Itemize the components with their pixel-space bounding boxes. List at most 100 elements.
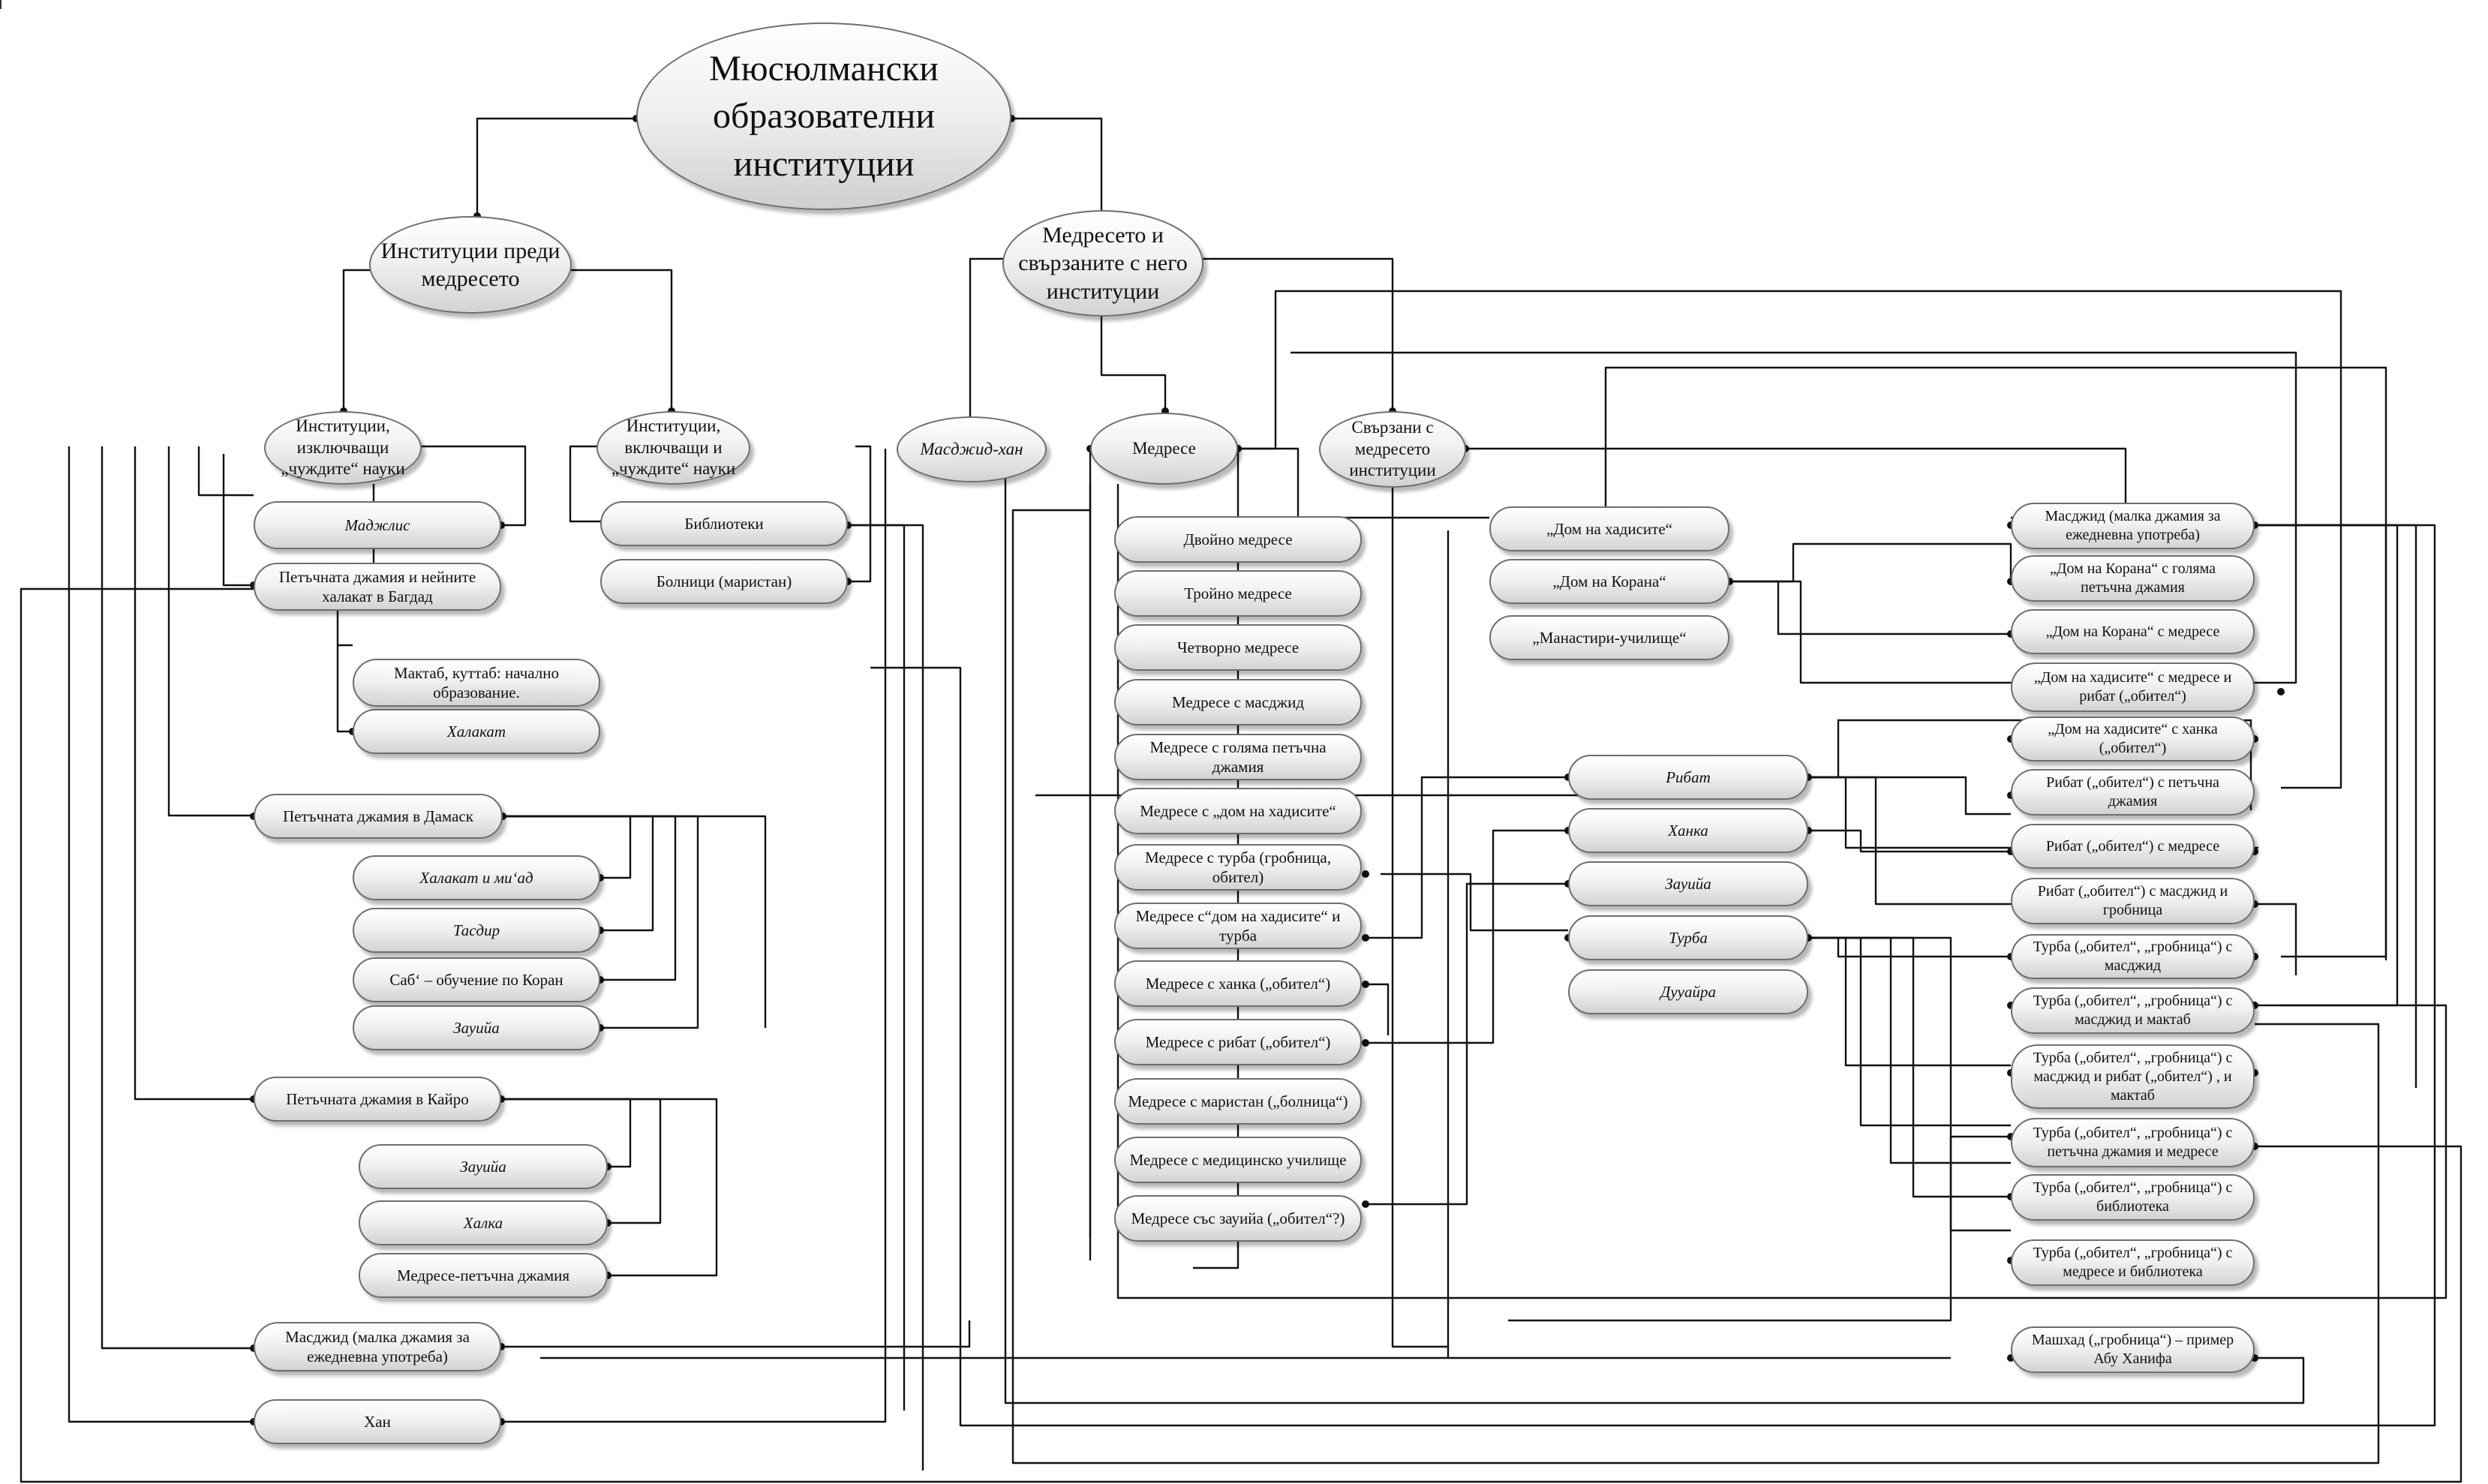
madrasa-type-label: Медресе с ханка („обител“) — [1145, 974, 1331, 993]
madrasa-type-node: Четворно медресе — [1114, 624, 1362, 671]
node-cairo-mosque-label: Петъчната джамия в Кайро — [286, 1089, 469, 1108]
branch-masjid-khan: Масджид-хан — [897, 416, 1047, 482]
madrasa-type-node: Медресе със зауийа („обител“?) — [1114, 1195, 1362, 1242]
node-turba: Турба — [1568, 915, 1808, 960]
branch-masjid-khan-label: Масджид-хан — [920, 439, 1023, 458]
node-sab-label: Сaб‘ – обучение по Коран — [389, 970, 563, 989]
corner-mark — [0, 0, 2, 9]
root-title-node: Мюсюлмански образователни институции — [636, 23, 1011, 210]
combination-node: Турба („обител“, „гробница“) с масджид и… — [2011, 987, 2255, 1034]
branch-excluding-foreign-label: Институции, изключващи „чуждите“ науки — [281, 416, 405, 479]
combination-label: Турба („обител“, „гробница“) с библиотек… — [2033, 1179, 2233, 1215]
combination-label: Масджид (малка джамия за ежедневна употр… — [2045, 508, 2221, 543]
combination-label: Рибат („обител“) с масджид и гробница — [2037, 883, 2228, 918]
combination-node: „Дом на хадисите“ с медресе и рибат („об… — [2011, 662, 2255, 712]
node-zawiya-related: Зауийа — [1568, 861, 1808, 906]
node-libraries: Библиотеки — [600, 501, 848, 546]
combination-node: Турба („обител“, „гробница“) с библиотек… — [2011, 1174, 2255, 1221]
node-khanqa: Ханка — [1568, 808, 1808, 853]
madrasa-type-node: Тройно медресе — [1114, 570, 1362, 617]
branch-including-foreign: Институции, включващи и „чуждите“ науки — [596, 411, 750, 485]
madrasa-type-label: Медресе с „дом на хадисите“ — [1140, 801, 1336, 820]
combination-node: Турба („обител“, „гробница“) с масджид и… — [2011, 1044, 2255, 1109]
node-halqa-label: Халка — [463, 1213, 503, 1232]
node-ribat-label: Рибат — [1666, 768, 1711, 786]
node-khan-label: Хан — [364, 1412, 391, 1431]
node-halaqat-miad-label: Халакат и ми‘ад — [419, 868, 533, 887]
madrasa-type-label: Тройно медресе — [1184, 584, 1292, 602]
node-ribat: Рибат — [1568, 755, 1808, 800]
combination-label: Турба („обител“, „гробница“) с масджид и… — [2033, 1049, 2233, 1104]
combination-label: „Дом на Корана“ с медресе — [2045, 623, 2220, 640]
node-monastery-school: „Манастири-училище“ — [1489, 615, 1729, 660]
combination-node: „Дом на хадисите“ с ханка („обител“) — [2011, 716, 2255, 762]
madrasa-type-label: Медресе със зауийа („обител“?) — [1131, 1209, 1345, 1227]
combination-label: Машхад („гробница“) – пример Абу Ханифа — [2031, 1332, 2234, 1367]
node-hospitals-label: Болници (маристан) — [656, 572, 792, 590]
node-duwayra-label: Дууайра — [1660, 982, 1716, 1001]
node-zawiya-damascus-label: Зауийа — [453, 1018, 500, 1037]
madrasa-type-node: Медресе с голяма петъчна джамия — [1114, 734, 1362, 780]
madrasa-type-node: Медресе с медицинско училище — [1114, 1137, 1362, 1183]
madrasa-type-label: Медресе с рибат („обител“) — [1145, 1032, 1331, 1051]
madrasa-type-node: Медресе с ханка („обител“) — [1114, 960, 1362, 1007]
node-hadith-house-label: „Дом на хадисите“ — [1546, 519, 1672, 538]
combination-node: Турба („обител“, „гробница“) с масджид — [2011, 934, 2255, 979]
node-zawiya-cairo: Зауийа — [359, 1144, 608, 1189]
combination-label: Турба („обител“, „гробница“) с петъчна д… — [2033, 1125, 2233, 1160]
branch-related: Свързани с медресето институции — [1319, 411, 1466, 488]
combination-node: „Дом на Корана“ с медресе — [2011, 609, 2255, 654]
node-turba-label: Турба — [1669, 928, 1708, 947]
madrasa-type-label: Медресе с масджид — [1171, 692, 1305, 711]
combination-node: Масджид (малка джамия за ежедневна употр… — [2011, 503, 2255, 549]
root-title: Мюсюлмански образователни институции — [709, 48, 939, 184]
combination-node: Турба („обител“, „гробница“) с медресе и… — [2011, 1239, 2255, 1286]
node-madrasa-friday-mosque-label: Медресе-петъчна джамия — [396, 1266, 570, 1284]
node-monastery-school-label: „Манастири-училище“ — [1532, 628, 1687, 647]
branch-madrasa: Медресе — [1090, 413, 1238, 485]
category-before-madrasa: Институции преди медресето — [369, 216, 572, 314]
combination-node: Машхад („гробница“) – пример Абу Ханифа — [2011, 1326, 2255, 1373]
node-halaqat-label: Халакат — [446, 722, 506, 740]
node-baghdad-mosque-label: Петъчната джамия и нейните халакат в Баг… — [278, 567, 476, 605]
node-duwayra: Дууайра — [1568, 969, 1808, 1014]
madrasa-type-node: Медресе с рибат („обител“) — [1114, 1019, 1362, 1065]
node-maktab-label: Мактаб, куттаб: начално образование. — [394, 663, 559, 701]
node-khan: Хан — [254, 1399, 501, 1444]
madrasa-type-node: Медресе с“дом на хадисите“ и турба — [1114, 903, 1362, 949]
node-masjid-left-label: Масджид (малка джамия за ежедневна употр… — [285, 1327, 470, 1365]
node-tasdir: Тасдир — [353, 908, 600, 953]
node-majlis-label: Маджлис — [344, 515, 410, 534]
node-maktab: Мактаб, куттаб: начално образование. — [353, 659, 600, 707]
node-tasdir-label: Тасдир — [452, 921, 500, 939]
combination-node: „Дом на Корана“ с голяма петъчна джамия — [2011, 555, 2255, 602]
node-libraries-label: Библиотеки — [684, 514, 764, 533]
node-baghdad-mosque: Петъчната джамия и нейните халакат в Баг… — [254, 563, 501, 611]
branch-including-foreign-label: Институции, включващи и „чуждите“ науки — [611, 416, 736, 479]
madrasa-type-node: Медресе с турба (гробница, обител) — [1114, 844, 1362, 891]
node-zawiya-cairo-label: Зауийа — [460, 1157, 506, 1176]
madrasa-type-label: Медресе с голяма петъчна джамия — [1149, 737, 1327, 776]
node-damascus-mosque-label: Петъчната джамия в Дамаск — [283, 807, 473, 825]
madrasa-type-node: Двойно медресе — [1114, 516, 1362, 563]
madrasa-type-label: Медресе с маристан („болница“) — [1128, 1092, 1348, 1110]
node-damascus-mosque: Петъчната джамия в Дамаск — [254, 794, 503, 839]
combination-node: Рибат („обител“) с медресе — [2011, 824, 2255, 869]
combination-node: Рибат („обител“) с масджид и гробница — [2011, 878, 2255, 924]
madrasa-type-label: Медресе с медицинско училище — [1129, 1150, 1347, 1169]
madrasa-type-node: Медресе с масджид — [1114, 679, 1362, 725]
category-before-madrasa-label: Институции преди медресето — [380, 238, 560, 292]
node-halaqat-miad: Халакат и ми‘ад — [353, 855, 600, 900]
combination-label: „Дом на хадисите“ с ханка („обител“) — [2048, 721, 2218, 756]
branch-excluding-foreign: Институции, изключващи „чуждите“ науки — [264, 411, 422, 485]
combination-label: Рибат („обител“) с петъчна джамия — [2046, 774, 2219, 810]
category-madrasa-related: Медресето и свързаните с него институции — [1002, 210, 1203, 317]
node-khanqa-label: Ханка — [1668, 821, 1708, 840]
combination-node: Турба („обител“, „гробница“) с петъчна д… — [2011, 1118, 2255, 1167]
node-quran-house-label: „Дом на Корана“ — [1552, 572, 1666, 590]
node-cairo-mosque: Петъчната джамия в Кайро — [254, 1077, 501, 1122]
node-halaqat: Халакат — [353, 709, 600, 754]
branch-related-label: Свързани с медресето институции — [1349, 417, 1436, 480]
combination-label: Турба („обител“, „гробница“) с масджид и… — [2033, 993, 2233, 1028]
madrasa-type-label: Двойно медресе — [1183, 530, 1293, 548]
